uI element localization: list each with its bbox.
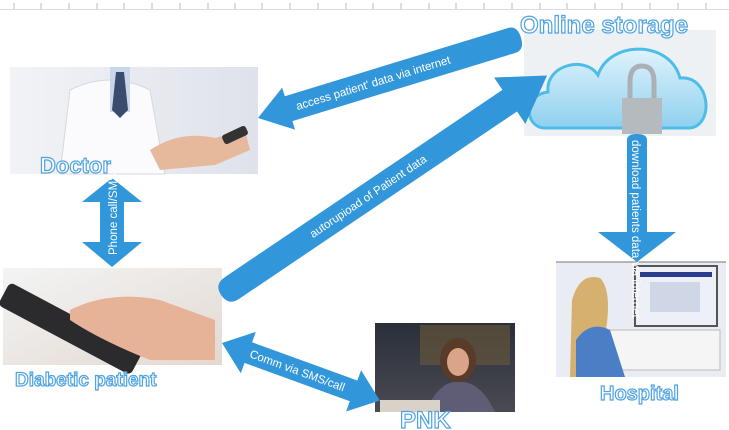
comm-arrow: Comm via SMS/call	[222, 331, 380, 412]
access-arrow-label: access patient' data via internet	[295, 54, 453, 113]
doctor-label: Doctor	[40, 153, 111, 178]
hospital-image	[556, 261, 726, 377]
pnk-label: PNK	[400, 407, 451, 430]
phone-arrow: Phone call/SMS	[82, 173, 142, 267]
pnk-image	[375, 323, 515, 412]
download-arrow: download patients data via internet	[598, 134, 676, 319]
upload-arrow-label: autorupioad of Patient data	[308, 153, 430, 241]
hospital-label: Hospital	[600, 383, 679, 405]
cloud-lock-image	[524, 30, 716, 136]
download-arrow-label: download patients data via internet	[629, 140, 641, 319]
phone-arrow-label: Phone call/SMS	[108, 173, 120, 255]
online-storage-label: Online storage	[520, 12, 688, 39]
patient-image	[0, 268, 222, 374]
diabetic-patient-label: Diabetic patient	[15, 370, 157, 391]
doctor-image	[10, 67, 258, 175]
ruler	[0, 3, 729, 10]
